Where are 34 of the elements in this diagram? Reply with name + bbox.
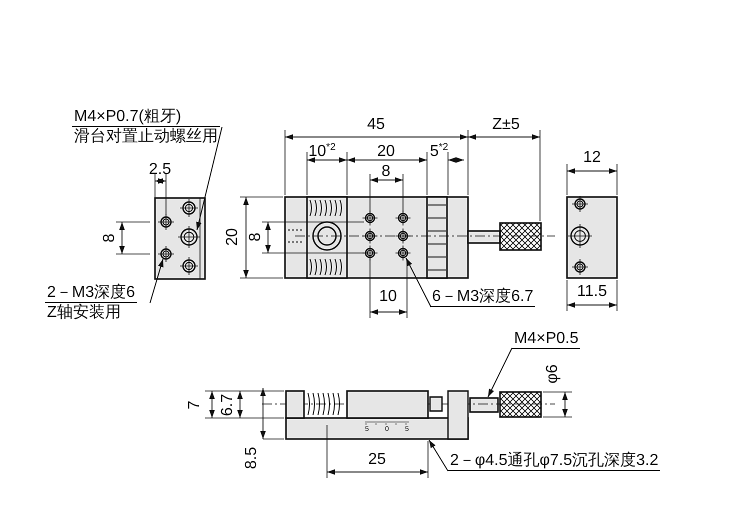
dimension-text: 2.5 — [148, 161, 172, 179]
threaded-hole — [395, 245, 411, 261]
callout-text: 滑台对置止动螺丝用 — [73, 127, 219, 146]
dimension-text: 6.7 — [219, 394, 237, 416]
leader-line — [488, 348, 512, 398]
dimension-text: 8 — [101, 234, 119, 242]
dimension-text: 20 — [224, 228, 242, 246]
leader-line — [150, 258, 164, 304]
dimension-text: 5$^{*2}$ — [430, 141, 448, 161]
leader-line — [406, 258, 432, 308]
dimension-text: 8.5 — [243, 446, 261, 470]
dimension-text: φ6 — [544, 364, 562, 384]
threaded-hole — [158, 246, 174, 262]
dimension-text: Z±5 — [492, 116, 520, 134]
leader-line — [196, 126, 222, 230]
dimension-text: 11.5 — [577, 283, 607, 301]
dimension-text: 10 — [379, 288, 397, 306]
callout-text: M4×P0.7(粗牙) — [72, 107, 220, 127]
dimension-text: 20 — [377, 143, 395, 161]
dimension-text: 8 — [382, 163, 390, 181]
callout-text: M4×P0.5 — [512, 329, 580, 349]
dimension-text: 45 — [367, 116, 385, 134]
dimension-text: 25 — [368, 451, 386, 469]
dimension-text: 8 — [247, 232, 265, 242]
dimension-text: 10$^{*2}$ — [308, 141, 336, 161]
callout-text: 2－φ4.5通孔φ7.5沉孔深度3.2 — [448, 451, 660, 471]
callout-text: 2－M3深度6 — [45, 283, 138, 303]
callout-text: Z轴安装用 — [46, 303, 122, 322]
callout-text: 6－M3深度6.7 — [430, 287, 536, 307]
leader-line — [428, 440, 448, 472]
threaded-hole — [178, 226, 200, 248]
dimension-text: 12 — [583, 149, 601, 167]
dimension-text: 7 — [186, 400, 204, 410]
screw-shaft — [469, 397, 499, 413]
